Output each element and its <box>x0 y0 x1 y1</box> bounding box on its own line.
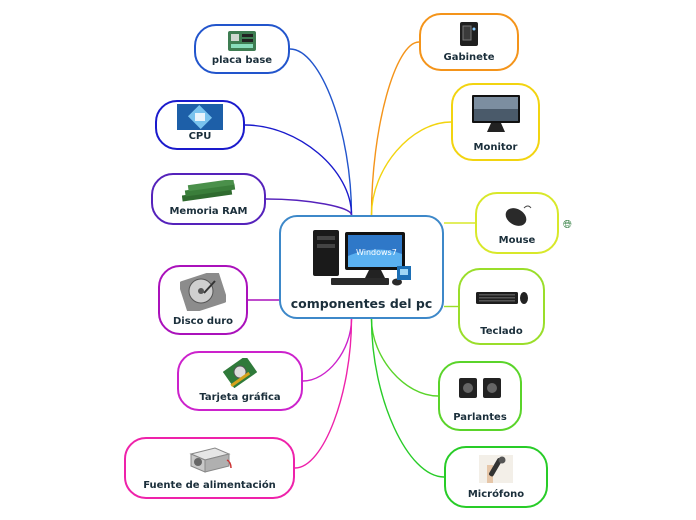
node-label: Gabinete <box>443 52 495 63</box>
node-memoria-ram[interactable]: Memoria RAM <box>151 173 266 225</box>
mouse-icon <box>477 194 557 235</box>
ram-module-icon <box>153 175 264 206</box>
node-label: Teclado <box>480 326 523 337</box>
node-parlantes[interactable]: Parlantes <box>438 361 522 431</box>
power-supply-icon <box>126 439 293 480</box>
node-label: Parlantes <box>453 412 507 423</box>
hard-drive-icon <box>160 267 246 316</box>
connector-monitor <box>370 121 452 216</box>
connector-cpu <box>244 124 353 216</box>
connector-fuente <box>294 318 353 469</box>
keyboard-icon <box>460 270 543 326</box>
node-teclado[interactable]: Teclado <box>458 268 545 345</box>
node-monitor[interactable]: Monitor <box>451 83 540 161</box>
node-label: placa base <box>211 55 273 66</box>
connector-tarjeta-grafica <box>302 318 353 382</box>
node-mouse[interactable]: Mouse <box>475 192 559 254</box>
svg-text:Windows7: Windows7 <box>356 248 397 257</box>
node-cpu[interactable]: CPU <box>155 100 245 150</box>
connector-memoria-ram <box>265 198 353 216</box>
node-label: Fuente de alimentación <box>143 480 276 491</box>
node-label: Mouse <box>498 235 536 246</box>
cpu-chip-icon <box>157 102 243 131</box>
connector-parlantes <box>370 318 439 397</box>
node-gabinete[interactable]: Gabinete <box>419 13 519 71</box>
node-label: Disco duro <box>172 316 234 327</box>
pc-case-icon <box>421 15 517 52</box>
globe-icon[interactable]: 🌐︎ <box>563 218 572 231</box>
node-label: Monitor <box>473 142 518 153</box>
desktop-computer-icon: Windows7 <box>309 217 415 296</box>
node-label: Memoria RAM <box>169 206 248 217</box>
central-topic-label: componentes del pc <box>290 296 433 311</box>
node-fuente[interactable]: Fuente de alimentación <box>124 437 295 499</box>
node-label: Micrófono <box>467 489 525 500</box>
node-label: Tarjeta gráfica <box>199 392 281 403</box>
monitor-icon <box>453 85 538 142</box>
graphics-card-icon <box>179 353 301 392</box>
speakers-icon <box>440 363 520 412</box>
connector-microfono <box>370 318 445 478</box>
node-microfono[interactable]: Micrófono <box>444 446 548 508</box>
central-topic[interactable]: Windows7 componentes del pc <box>279 215 444 319</box>
connector-gabinete <box>370 41 420 216</box>
microphone-icon <box>446 448 546 489</box>
node-placa-base[interactable]: placa base <box>194 24 290 74</box>
node-tarjeta-grafica[interactable]: Tarjeta gráfica <box>177 351 303 411</box>
motherboard-icon <box>196 26 288 55</box>
connector-placa-base <box>289 48 353 216</box>
node-label: CPU <box>188 131 212 142</box>
node-disco-duro[interactable]: Disco duro <box>158 265 248 335</box>
